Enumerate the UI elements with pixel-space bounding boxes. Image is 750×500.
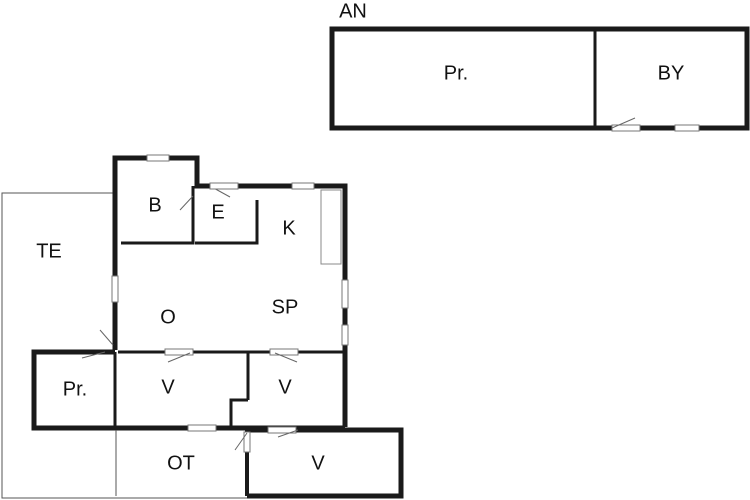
window-kitchen (291, 182, 315, 190)
door-swing-v1 (167, 352, 191, 363)
door-opening-v1 (164, 348, 194, 356)
room-label-k: K (282, 217, 296, 239)
window-living-west (111, 275, 119, 303)
terrace-area (1, 192, 247, 499)
window-sp-east (341, 279, 349, 309)
window-bathroom (146, 154, 170, 162)
wall-room-e (195, 200, 259, 245)
annex-building (329, 26, 750, 132)
house-outer-wall-north (112, 155, 348, 350)
room-label-e: E (211, 201, 224, 223)
door-swing-terrace (99, 329, 114, 346)
terrace-outline (1, 192, 247, 499)
door-swing-bathroom (179, 195, 194, 211)
door-swing-pr (81, 351, 106, 359)
room-label-sp: SP (272, 296, 299, 318)
door-opening-v2 (269, 348, 299, 356)
room-label-annex-pr: Pr. (444, 62, 468, 84)
annex-door-swing (611, 117, 636, 129)
annex-window (674, 124, 700, 132)
room-label-annex-by: BY (658, 62, 685, 84)
window-sp-east-2 (341, 324, 349, 346)
door-opening-e (209, 182, 239, 190)
kitchen-counter (320, 189, 342, 265)
room-label-v1: V (161, 376, 175, 398)
room-label-b: B (148, 194, 161, 216)
wall-v3-outer (247, 427, 404, 499)
wall-bathroom (121, 186, 195, 245)
door-swing-ot (234, 432, 248, 451)
room-label-o: O (160, 306, 176, 328)
annex-label: AN (339, 0, 367, 22)
room-label-v2: V (278, 376, 292, 398)
main-house (31, 154, 404, 499)
annex-outer-wall (329, 26, 750, 131)
wall-v2-jog (229, 398, 248, 428)
door-swing-v3 (277, 429, 299, 438)
room-label-te: TE (36, 240, 62, 262)
room-label-ot: OT (167, 452, 195, 474)
room-label-v3: V (311, 452, 325, 474)
window-v1-south (187, 424, 217, 432)
door-opening-v3 (267, 426, 297, 434)
door-opening-ot (243, 431, 251, 453)
room-label-pr: Pr. (63, 378, 87, 400)
door-swing-v2 (274, 352, 298, 363)
